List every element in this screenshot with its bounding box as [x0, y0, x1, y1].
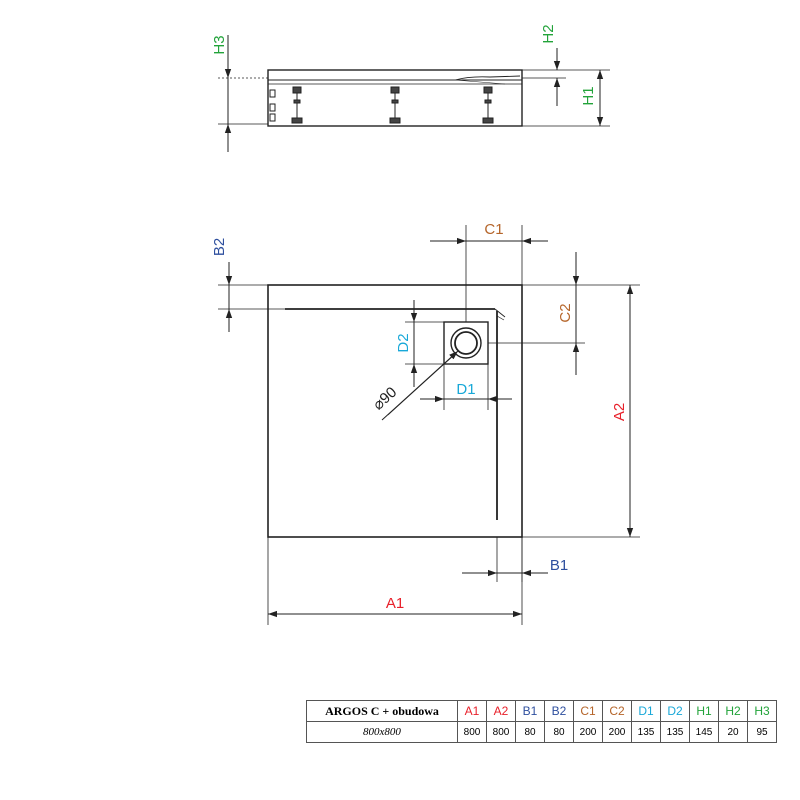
- table-value-cell: 800: [457, 721, 487, 743]
- label-diameter: ⌀90: [370, 384, 400, 414]
- table-value-cell: 800: [486, 721, 516, 743]
- table-header-cell: C1: [573, 700, 603, 722]
- table-model-cell: ARGOS C + obudowa: [306, 700, 458, 722]
- table-header-cell: A2: [486, 700, 516, 722]
- tray-side-body: [267, 69, 523, 127]
- dimension-table: ARGOS C + obudowa A1 A2 B1 B2 C1 C2 D1 D…: [306, 700, 777, 743]
- label-B1: B1: [550, 557, 568, 574]
- table-value-cell: 20: [718, 721, 748, 743]
- table-value-cell: 80: [544, 721, 574, 743]
- table-value-cell: 80: [515, 721, 545, 743]
- adjustable-foot: [389, 86, 401, 124]
- adjustable-foot: [482, 86, 494, 124]
- table-header-cell: C2: [602, 700, 632, 722]
- table-value-cell: 200: [602, 721, 632, 743]
- tray-top-outline: [267, 284, 523, 538]
- label-B2: B2: [211, 238, 228, 256]
- dimension-labels: H3 H2 H1 C1 C2 A2 B2 D2 D1 ⌀90 B1 A1: [211, 24, 628, 612]
- label-C2: C2: [557, 303, 574, 322]
- table-value-cell: 135: [631, 721, 661, 743]
- table-header-cell: H2: [718, 700, 748, 722]
- table-header-row: ARGOS C + obudowa A1 A2 B1 B2 C1 C2 D1 D…: [306, 700, 777, 722]
- label-H1: H1: [580, 86, 597, 105]
- table-header-cell: B1: [515, 700, 545, 722]
- table-value-cell: 95: [747, 721, 777, 743]
- label-A1: A1: [386, 595, 404, 612]
- label-C1: C1: [484, 221, 503, 238]
- side-view: [218, 35, 610, 152]
- table-header-cell: B2: [544, 700, 574, 722]
- table-header-cell: D1: [631, 700, 661, 722]
- label-H2: H2: [540, 24, 557, 43]
- table-value-cell: 135: [660, 721, 690, 743]
- drain-circle: [450, 327, 482, 359]
- table-header-cell: H3: [747, 700, 777, 722]
- top-view: [218, 225, 640, 625]
- label-D1: D1: [456, 381, 475, 398]
- label-A2: A2: [611, 403, 628, 421]
- label-D2: D2: [395, 333, 412, 352]
- table-size-cell: 800x800: [306, 721, 458, 743]
- table-value-cell: 145: [689, 721, 719, 743]
- table-header-cell: A1: [457, 700, 487, 722]
- table-value-cell: 200: [573, 721, 603, 743]
- adjustable-foot: [291, 86, 303, 124]
- table-header-cell: H1: [689, 700, 719, 722]
- label-H3: H3: [211, 35, 228, 54]
- table-value-row: 800x800 800 800 80 80 200 200 135 135 14…: [306, 721, 777, 743]
- table-header-cell: D2: [660, 700, 690, 722]
